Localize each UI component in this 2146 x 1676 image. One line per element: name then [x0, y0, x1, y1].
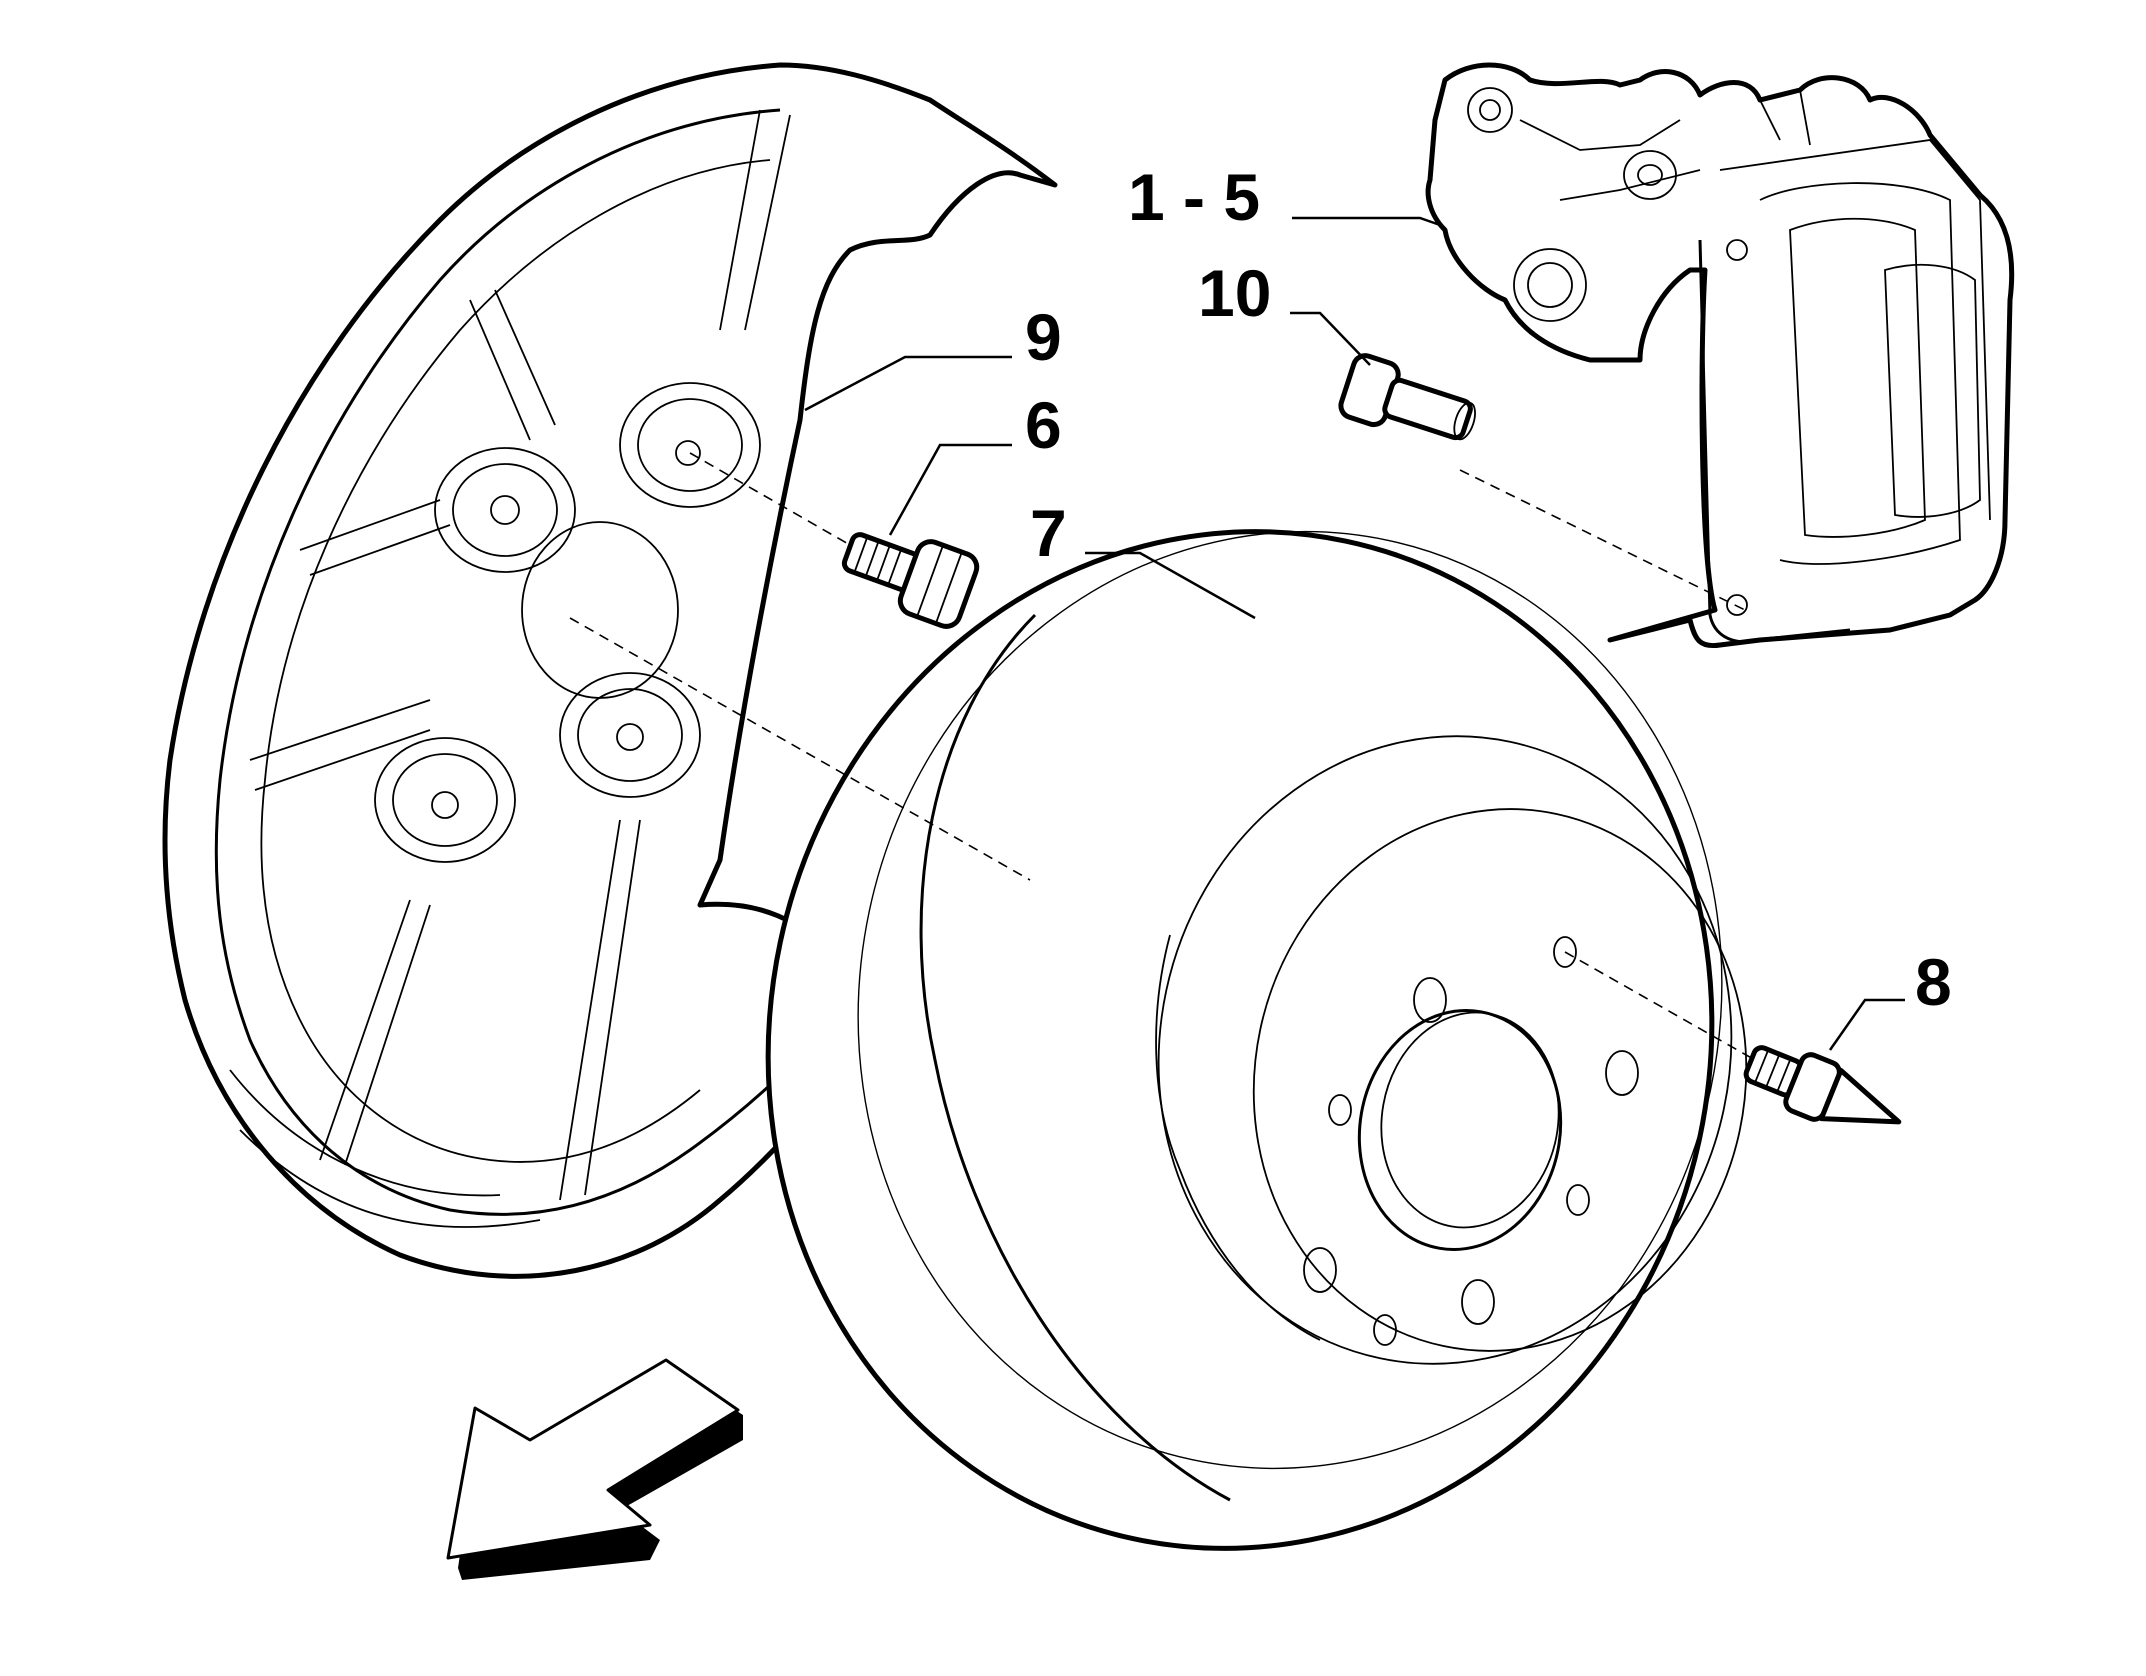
callout-label-brake-disc: 7 — [1030, 496, 1067, 570]
callout-label-caliper-bolt: 10 — [1198, 256, 1271, 330]
callout-dust-shield: 9 — [804, 300, 1062, 412]
caliper-assembly-part — [1425, 62, 2015, 649]
callout-caliper: 1 - 5 — [1128, 160, 1441, 234]
callout-label-shield-screw: 6 — [1025, 388, 1062, 462]
callout-label-disc-stud: 8 — [1915, 945, 1952, 1019]
callout-disc-stud: 8 — [1828, 945, 1952, 1051]
shield-screw-part — [841, 532, 980, 629]
assembly-axis-lines — [569, 452, 1756, 1061]
callout-label-caliper: 1 - 5 — [1128, 160, 1260, 234]
brake-disc-part — [765, 529, 1748, 1551]
callout-label-dust-shield: 9 — [1025, 300, 1062, 374]
disc-stud-part — [1743, 1045, 1902, 1125]
caliper-bolt-part — [1338, 353, 1476, 441]
callout-brake-disc: 7 — [1030, 496, 1256, 620]
callout-caliper-bolt: 10 — [1198, 256, 1371, 366]
callout-shield-screw: 6 — [888, 388, 1062, 536]
front-direction-arrow-icon — [446, 1358, 743, 1580]
